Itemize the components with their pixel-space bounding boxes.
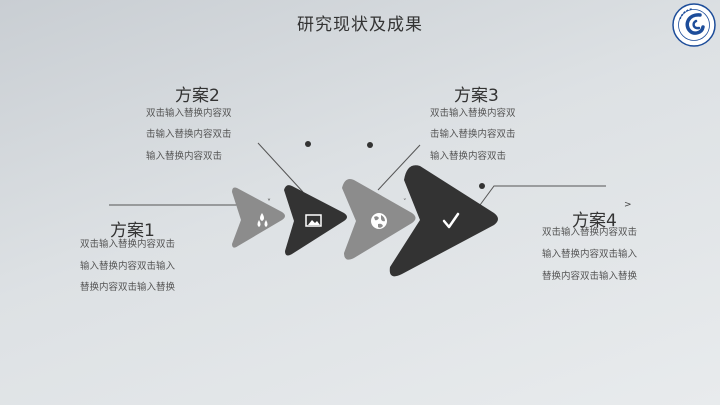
dot: [367, 142, 373, 148]
small-gt-mark: >: [624, 200, 632, 210]
university-seal-icon: [672, 3, 716, 47]
plan-3-title: 方案3: [454, 86, 499, 106]
step-1-chevron: [232, 187, 285, 248]
plan-3-line-3: 输入替换内容双击: [430, 151, 507, 162]
plan-2-line-1: 双击输入替换内容双: [146, 108, 232, 119]
checkmark-icon: [442, 212, 460, 229]
connector-line-4: [479, 185, 606, 206]
connector-line-3: [377, 144, 421, 191]
plan-4-line-3: 替换内容双击输入替换: [542, 271, 638, 282]
plan-1-title: 方案1: [110, 221, 155, 241]
plan-3-line-2: 击输入替换内容双击: [430, 129, 516, 140]
small-v-mark: ˅: [403, 198, 407, 206]
image-icon: [305, 214, 322, 227]
plan-3-line-1: 双击输入替换内容双: [430, 108, 516, 119]
connector-line-2: [257, 142, 304, 193]
plan-2-line-2: 击输入替换内容双击: [146, 129, 232, 140]
plan-1-line-2: 输入替换内容双击输入: [80, 261, 176, 272]
plan-1-line-1: 双击输入替换内容双击: [80, 239, 176, 250]
plan-4-line-1: 双击输入替换内容双击: [542, 227, 638, 238]
small-caret-mark: ˅: [267, 198, 271, 207]
plan-4-title: 方案4: [572, 211, 617, 231]
globe-icon: [371, 213, 387, 229]
plan-4-line-2: 输入替换内容双击输入: [542, 249, 638, 260]
water-drops-icon: [257, 213, 268, 227]
plan-2-title: 方案2: [175, 86, 220, 106]
plan-2-line-3: 输入替换内容双击: [146, 151, 223, 162]
dot: [479, 183, 485, 189]
step-2-chevron: [284, 185, 347, 256]
plan-1-line-3: 替换内容双击输入替换: [80, 282, 176, 293]
slide-title: 研究现状及成果: [297, 15, 423, 35]
dot: [305, 141, 311, 147]
